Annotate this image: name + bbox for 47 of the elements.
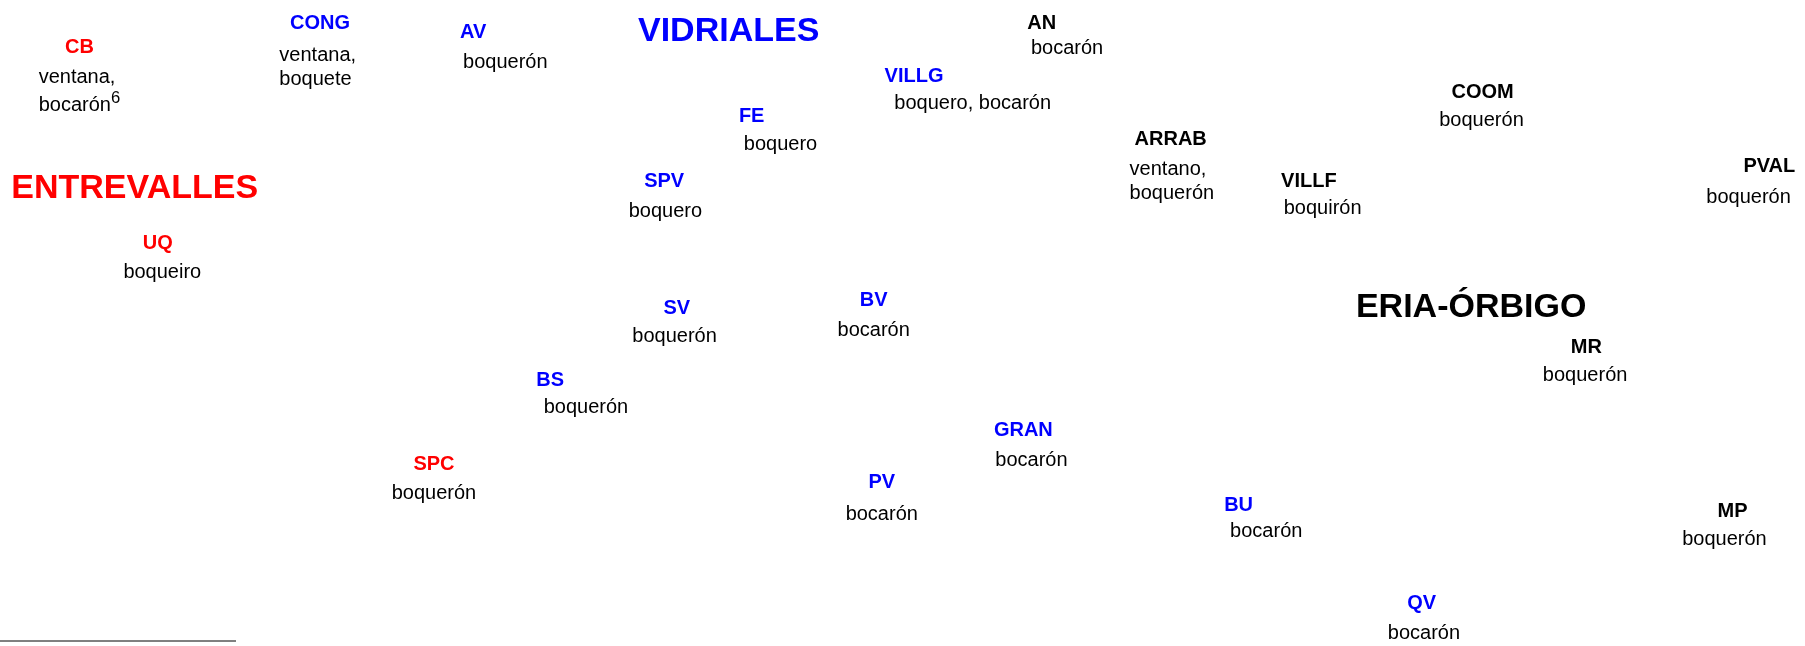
word-form: boquerón xyxy=(1682,525,1767,550)
locality-code: SPV xyxy=(644,167,685,192)
locality-code: PVAL xyxy=(1743,152,1796,177)
word-form: ventana, bocarón$^{6}$ xyxy=(38,63,121,116)
locality-code: MP xyxy=(1717,497,1748,522)
locality-code: QV xyxy=(1407,590,1437,615)
locality-code: VILLG xyxy=(884,62,944,87)
word-form: bocarón xyxy=(845,501,918,526)
word-form: bocarón xyxy=(1230,517,1303,542)
locality-code: BV xyxy=(859,287,888,312)
word-form: boquerón xyxy=(1542,362,1628,387)
locality-code: SPC xyxy=(413,450,455,475)
word-form: boquero, bocarón xyxy=(894,90,1052,115)
word-form: bocarón xyxy=(1387,619,1461,644)
region-name: VIDRIALES xyxy=(638,8,820,50)
region-name: ENTREVALLES xyxy=(11,166,259,207)
locality-code: BU xyxy=(1224,492,1254,517)
word-form: boquerón xyxy=(543,394,629,419)
locality-code: CB xyxy=(65,34,94,59)
word-form: boquerón xyxy=(1706,183,1791,208)
locality-code: COOM xyxy=(1451,78,1514,103)
locality-code: AV xyxy=(459,19,487,44)
word-form: ventano, boquerón xyxy=(1129,155,1215,204)
word-form: boquero xyxy=(628,197,703,222)
locality-code: BS xyxy=(536,366,565,391)
word-form: bocarón xyxy=(837,317,910,342)
word-form: ventana, boquete xyxy=(279,41,357,90)
region-name: ERIA-ÓRBIGO xyxy=(1355,284,1587,326)
locality-code: AN xyxy=(1027,9,1057,34)
locality-code: CONG xyxy=(290,9,350,34)
locality-code: SV xyxy=(663,295,691,320)
locality-code: GRAN xyxy=(993,417,1053,442)
word-form: boquerón xyxy=(1439,106,1524,131)
word-form: boquerón xyxy=(463,49,548,73)
word-form: boqueiro xyxy=(123,258,202,283)
locality-code: PV xyxy=(868,469,896,494)
word-form: boquero xyxy=(743,130,818,155)
locality-code: ARRAB xyxy=(1134,126,1207,151)
word-form: bocarón xyxy=(1030,35,1104,60)
locality-code: MR xyxy=(1570,334,1602,359)
word-form: boquerón xyxy=(632,322,717,347)
word-form: boquirón xyxy=(1283,195,1362,220)
locality-code: UQ xyxy=(142,229,173,254)
locality-code: VILLF xyxy=(1281,167,1337,192)
word-form: boquerón xyxy=(391,479,477,504)
word-form: bocarón xyxy=(995,447,1068,472)
locality-code: FE xyxy=(738,103,765,128)
